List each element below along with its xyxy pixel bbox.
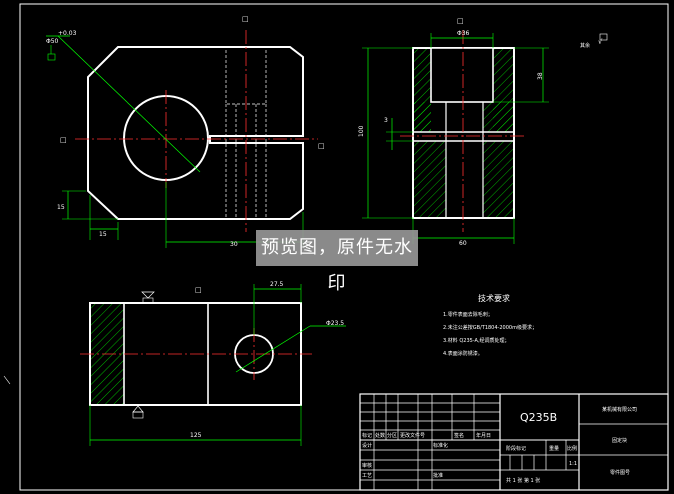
datum-box [132, 411, 144, 419]
front-view: Φ50 +0.03 15 15 30 □ □ □ [46, 15, 325, 248]
weight-label: 重量 [549, 445, 559, 452]
leader-line [235, 325, 311, 373]
preview-watermark: 预览图，原件无水印 [256, 230, 418, 294]
surface-symbol: □ [318, 142, 325, 150]
process-row: 工艺 [362, 473, 372, 479]
drawing-number: 零件图号 [610, 469, 630, 476]
scale-label: 比例 [567, 445, 577, 452]
company-name: 某机械有限公司 [602, 406, 637, 413]
title-header: 年月日 [476, 432, 491, 439]
front-view-outline [87, 46, 304, 220]
left-height-dim: 100 [358, 125, 365, 137]
title-header: 处数 [375, 432, 385, 439]
title-block-text: Q235B 某机械有限公司 固定块 零件图号 阶段标记 重量 比例 1:1 共 … [362, 406, 637, 484]
surface-symbol: □ [60, 136, 67, 144]
stage-mark: 阶段标记 [506, 445, 526, 452]
sheet-count: 共 1 张 第 1 张 [506, 477, 540, 484]
right-height-dim: 38 [537, 72, 544, 80]
surface-symbol: □ [457, 17, 464, 25]
tech-req-item: 2.未注公差按GB/T1804-2000m级要求； [443, 324, 537, 331]
tech-req-item: 1.零件表面去除毛刺； [443, 311, 493, 318]
datum-box [47, 53, 56, 61]
surface-symbol: □ [242, 15, 249, 23]
roughness-box [599, 33, 608, 41]
part-name: 固定块 [612, 437, 627, 444]
approve-row: 批准 [433, 472, 443, 479]
title-header: 更改文件号 [400, 432, 425, 439]
top-view: 27.5 Φ23.5 125 □ [80, 281, 346, 446]
side-view-hatch-bottom-left [413, 141, 446, 218]
material-label: Q235B [520, 411, 557, 424]
datum-symbol [132, 405, 144, 413]
top-bore-dim: Φ36 [457, 30, 470, 37]
bottom-width-dim: 60 [459, 240, 467, 247]
offset-dim: 27.5 [270, 281, 284, 288]
bottom-long-dim: 30 [230, 241, 238, 248]
hole-diameter-dim: Φ50 [46, 38, 59, 45]
leader-line [57, 35, 201, 173]
title-block-frame [359, 393, 669, 491]
bottom-left-dim: 15 [99, 231, 107, 238]
datum-box [142, 297, 154, 304]
front-view-hidden-counterbore [225, 50, 267, 105]
roughness-symbol: √ [598, 38, 603, 46]
slot-dim: 3 [384, 117, 388, 124]
title-header: 分区 [387, 432, 397, 439]
standard-row: 标准化 [433, 442, 448, 449]
tolerance-dim: +0.03 [58, 30, 77, 37]
side-view-counterbore [430, 47, 494, 103]
side-view-hatch-bottom-right [483, 141, 514, 218]
side-view: Φ36 □ 38 100 3 60 [358, 17, 549, 247]
surface-symbol: □ [195, 286, 202, 294]
border-tick [3, 375, 11, 385]
title-block [359, 393, 669, 491]
drawing-border [19, 3, 669, 491]
side-view-hatch-mid-right [483, 102, 514, 132]
scale-value: 1:1 [569, 461, 577, 467]
tech-req-item: 4.表面涂防锈漆。 [443, 350, 483, 357]
roughness-label: 其余 [580, 42, 590, 49]
technical-requirements: 技术要求 1.零件表面去除毛刺； 2.未注公差按GB/T1804-2000m级要… [443, 293, 537, 357]
roughness-note: 其余 √ [580, 33, 608, 49]
review-row: 审核 [362, 462, 372, 469]
side-view-hatch-mid-left [413, 102, 431, 132]
title-header: 签名 [454, 432, 464, 439]
tech-req-item: 3.材料 Q235-A,经调质处理； [443, 337, 510, 344]
overall-dim: 125 [190, 432, 202, 439]
design-row: 设计 [362, 442, 372, 449]
title-header: 标记 [362, 432, 372, 439]
datum-symbol [141, 291, 155, 299]
hole-dim: Φ23.5 [326, 320, 344, 327]
left-vertical-dim: 15 [57, 204, 65, 211]
tech-req-title: 技术要求 [478, 293, 510, 303]
